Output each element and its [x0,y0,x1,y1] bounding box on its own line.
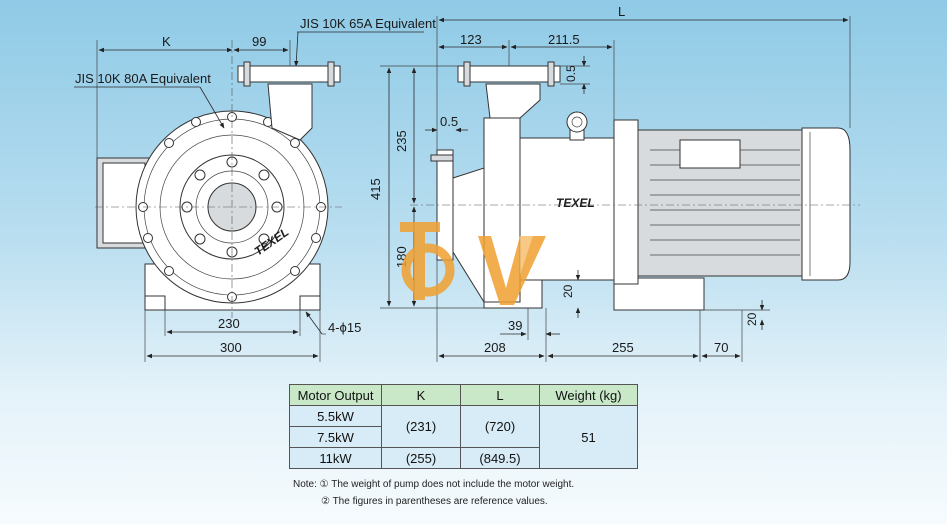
dim-300: 300 [220,340,242,355]
dim-255: 255 [612,340,634,355]
spec-table: Motor Output K L Weight (kg) 5.5kW (231)… [289,384,638,469]
callout-outlet: JIS 10K 65A Equivalent [300,16,436,31]
cell-k: (255) [381,447,461,469]
dim-k: K [162,34,171,49]
table-row: 11kW (255) (849.5) [289,447,638,469]
table-row: 5.5kW (231) (720) 51 [289,405,638,469]
header-k: K [381,384,461,406]
cell-output: 7.5kW [289,426,382,448]
note-1: Note: ① The weight of pump does not incl… [293,479,575,490]
header-l: L [460,384,540,406]
dim-0-5-left: 0.5 [440,114,458,129]
cell-k-merged: (231) [381,405,461,448]
dim-415: 415 [368,178,383,200]
front-view: TEXEL K 99 230 300 4-ϕ15 JIS 10K 65A Equ… [74,16,436,362]
header-weight: Weight (kg) [539,384,638,406]
fan-cover [801,127,851,281]
outlet-flange [237,65,341,83]
cell-output: 5.5kW [289,405,382,427]
cell-weight: 51 [539,405,638,469]
side-view: TEXEL L 123 211.5 [368,4,860,362]
dim-0-5-top: 0.5 [564,65,578,82]
dim-123: 123 [460,32,482,47]
cell-l: (849.5) [460,447,540,469]
dim-230: 230 [218,316,240,331]
discharge-neck [485,83,541,119]
dim-20-a: 20 [561,284,575,298]
lifting-eye [566,111,588,133]
discharge-flange [457,65,561,83]
motor-flange [613,119,639,285]
outlet-flange-bolt-l [243,61,251,87]
dim-39: 39 [508,318,522,333]
pump-casing-side [452,167,485,304]
dim-20-b: 20 [745,312,759,326]
dim-235: 235 [394,130,409,152]
table-header-row: Motor Output K L Weight (kg) [289,384,638,406]
front-foot-right [299,295,321,311]
suction-bolt [430,154,454,162]
header-motor-output: Motor Output [289,384,382,406]
outlet-flange-bolt-r [327,61,335,87]
terminal-box [679,139,741,169]
dim-99: 99 [252,34,266,49]
dim-208: 208 [484,340,506,355]
side-brand: TEXEL [556,196,595,210]
table-row: 7.5kW [289,426,638,448]
dim-holes: 4-ϕ15 [328,320,361,335]
dim-211-5: 211.5 [548,32,580,47]
motor-fins [650,149,800,256]
notes: Note: ① The weight of pump does not incl… [293,476,574,510]
cell-output: 11kW [289,447,382,469]
outlet-nozzle [267,83,313,141]
callout-inlet: JIS 10K 80A Equivalent [75,71,211,86]
dim-70: 70 [714,340,728,355]
note-2: ② The figures in parentheses are referen… [321,496,548,507]
front-foot-left [144,295,166,311]
dim-l: L [618,4,625,19]
cell-l-merged: (720) [460,405,540,448]
watermark-logo [400,222,546,305]
